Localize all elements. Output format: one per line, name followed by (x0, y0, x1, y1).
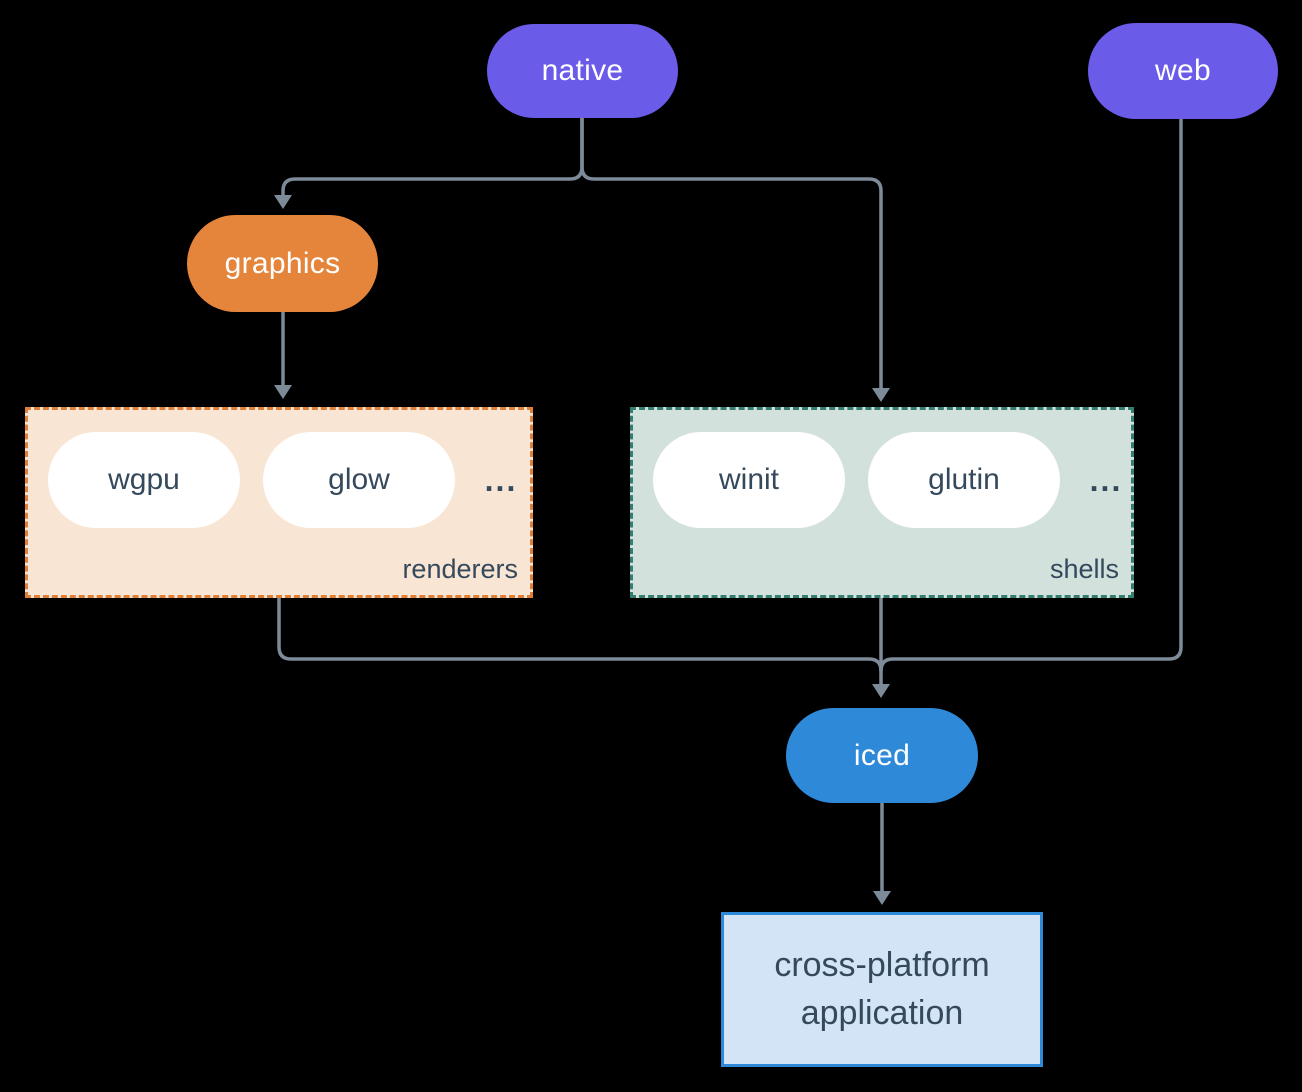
node-iced: iced (786, 708, 978, 803)
node-native: native (487, 24, 678, 118)
arrowhead-native-shells (872, 388, 890, 402)
renderers-ellipsis: ... (484, 461, 518, 498)
node-glow: glow (263, 432, 455, 528)
arrowhead-native-graphics (274, 195, 292, 209)
arrowhead-iced-application (873, 891, 891, 905)
node-winit: winit (653, 432, 845, 528)
group-renderers: wgpu glow ... renderers (25, 407, 533, 598)
node-native-label: native (541, 54, 624, 87)
group-shells: winit glutin ... shells (630, 407, 1134, 598)
node-web: web (1088, 23, 1278, 119)
node-wgpu: wgpu (48, 432, 240, 528)
node-iced-label: iced (853, 738, 911, 772)
group-label-renderers: renderers (402, 554, 518, 584)
arrowhead-merge-iced (872, 684, 890, 698)
edge-native-shells (580, 118, 883, 388)
edge-renderers-merge (277, 598, 883, 672)
node-cross-platform-application: cross-platform application (721, 912, 1043, 1067)
node-wgpu-label: wgpu (108, 463, 180, 496)
node-glow-label: glow (328, 463, 390, 496)
group-label-shells: shells (1049, 554, 1119, 584)
shells-ellipsis: ... (1089, 461, 1123, 498)
node-glutin-label: glutin (928, 463, 1000, 496)
arrowhead-graphics-renderers (274, 385, 292, 399)
node-glutin: glutin (868, 432, 1060, 528)
edge-native-graphics (281, 118, 584, 195)
node-web-label: web (1155, 54, 1211, 87)
node-winit-label: winit (718, 463, 779, 496)
node-graphics: graphics (187, 215, 378, 312)
app-label-line2: application (800, 993, 964, 1032)
node-graphics-label: graphics (224, 246, 341, 280)
app-label-line1: cross-platform (774, 945, 990, 984)
